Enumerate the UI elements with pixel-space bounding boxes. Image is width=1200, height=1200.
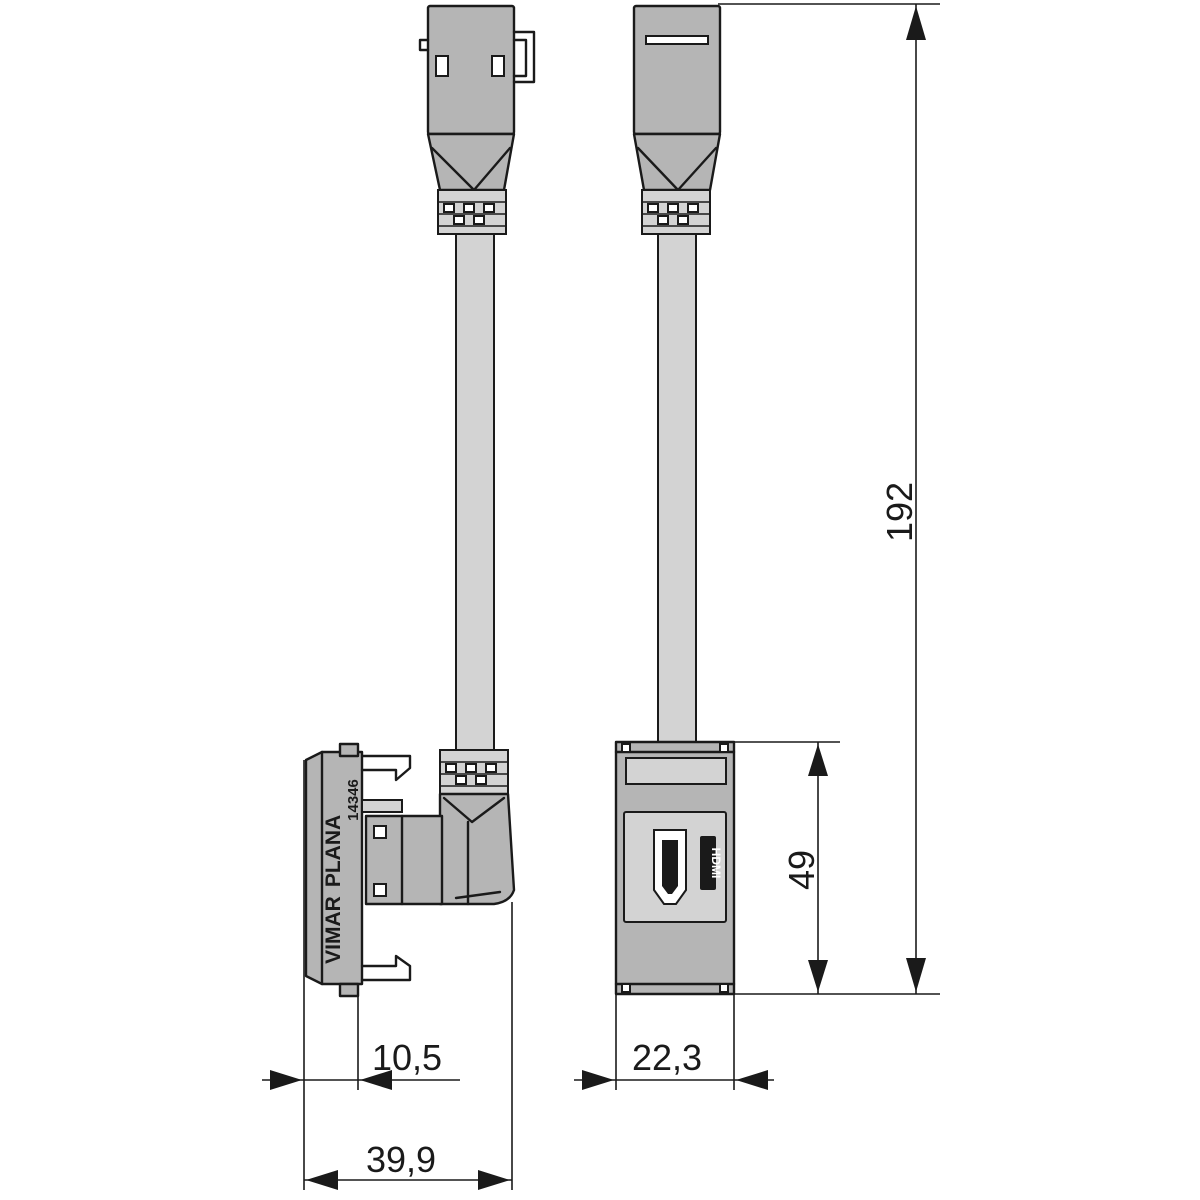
- dim-total-depth-label: 39,9: [366, 1139, 436, 1180]
- hdmi-logo-icon: [700, 836, 716, 890]
- side-angled-connector: [438, 749, 516, 906]
- dim-module-height: 49: [734, 741, 840, 994]
- series-label: PLANA: [322, 815, 345, 887]
- dim-total-depth: 39,9: [304, 902, 513, 1190]
- side-cable: [455, 233, 495, 753]
- dim-front-depth-label: 10,5: [372, 1037, 442, 1078]
- dim-module-width-label: 22,3: [632, 1037, 702, 1078]
- front-view: HDMI: [614, 4, 736, 996]
- hdmi-logo-label: HDMI: [709, 848, 723, 879]
- dim-module-height-label: 49: [781, 850, 822, 890]
- dim-total-height: 192: [718, 3, 940, 995]
- front-module: HDMI: [614, 740, 736, 996]
- side-top-connector: [418, 4, 536, 235]
- product-code-label: 14346: [345, 779, 362, 821]
- side-module: PLANA 14346 VIMAR: [304, 742, 444, 998]
- brand-label: VIMAR: [322, 896, 345, 964]
- side-view: PLANA 14346 VIMAR: [304, 4, 536, 998]
- dim-front-depth: 10,5: [262, 760, 460, 1190]
- front-top-connector: [632, 4, 722, 235]
- front-cable: [657, 233, 697, 753]
- hdmi-port-icon: [653, 829, 687, 905]
- dim-module-width: 22,3: [574, 994, 774, 1090]
- dim-total-height-label: 192: [879, 482, 920, 542]
- dimensions: 192 49 10,5 39,9: [262, 3, 940, 1190]
